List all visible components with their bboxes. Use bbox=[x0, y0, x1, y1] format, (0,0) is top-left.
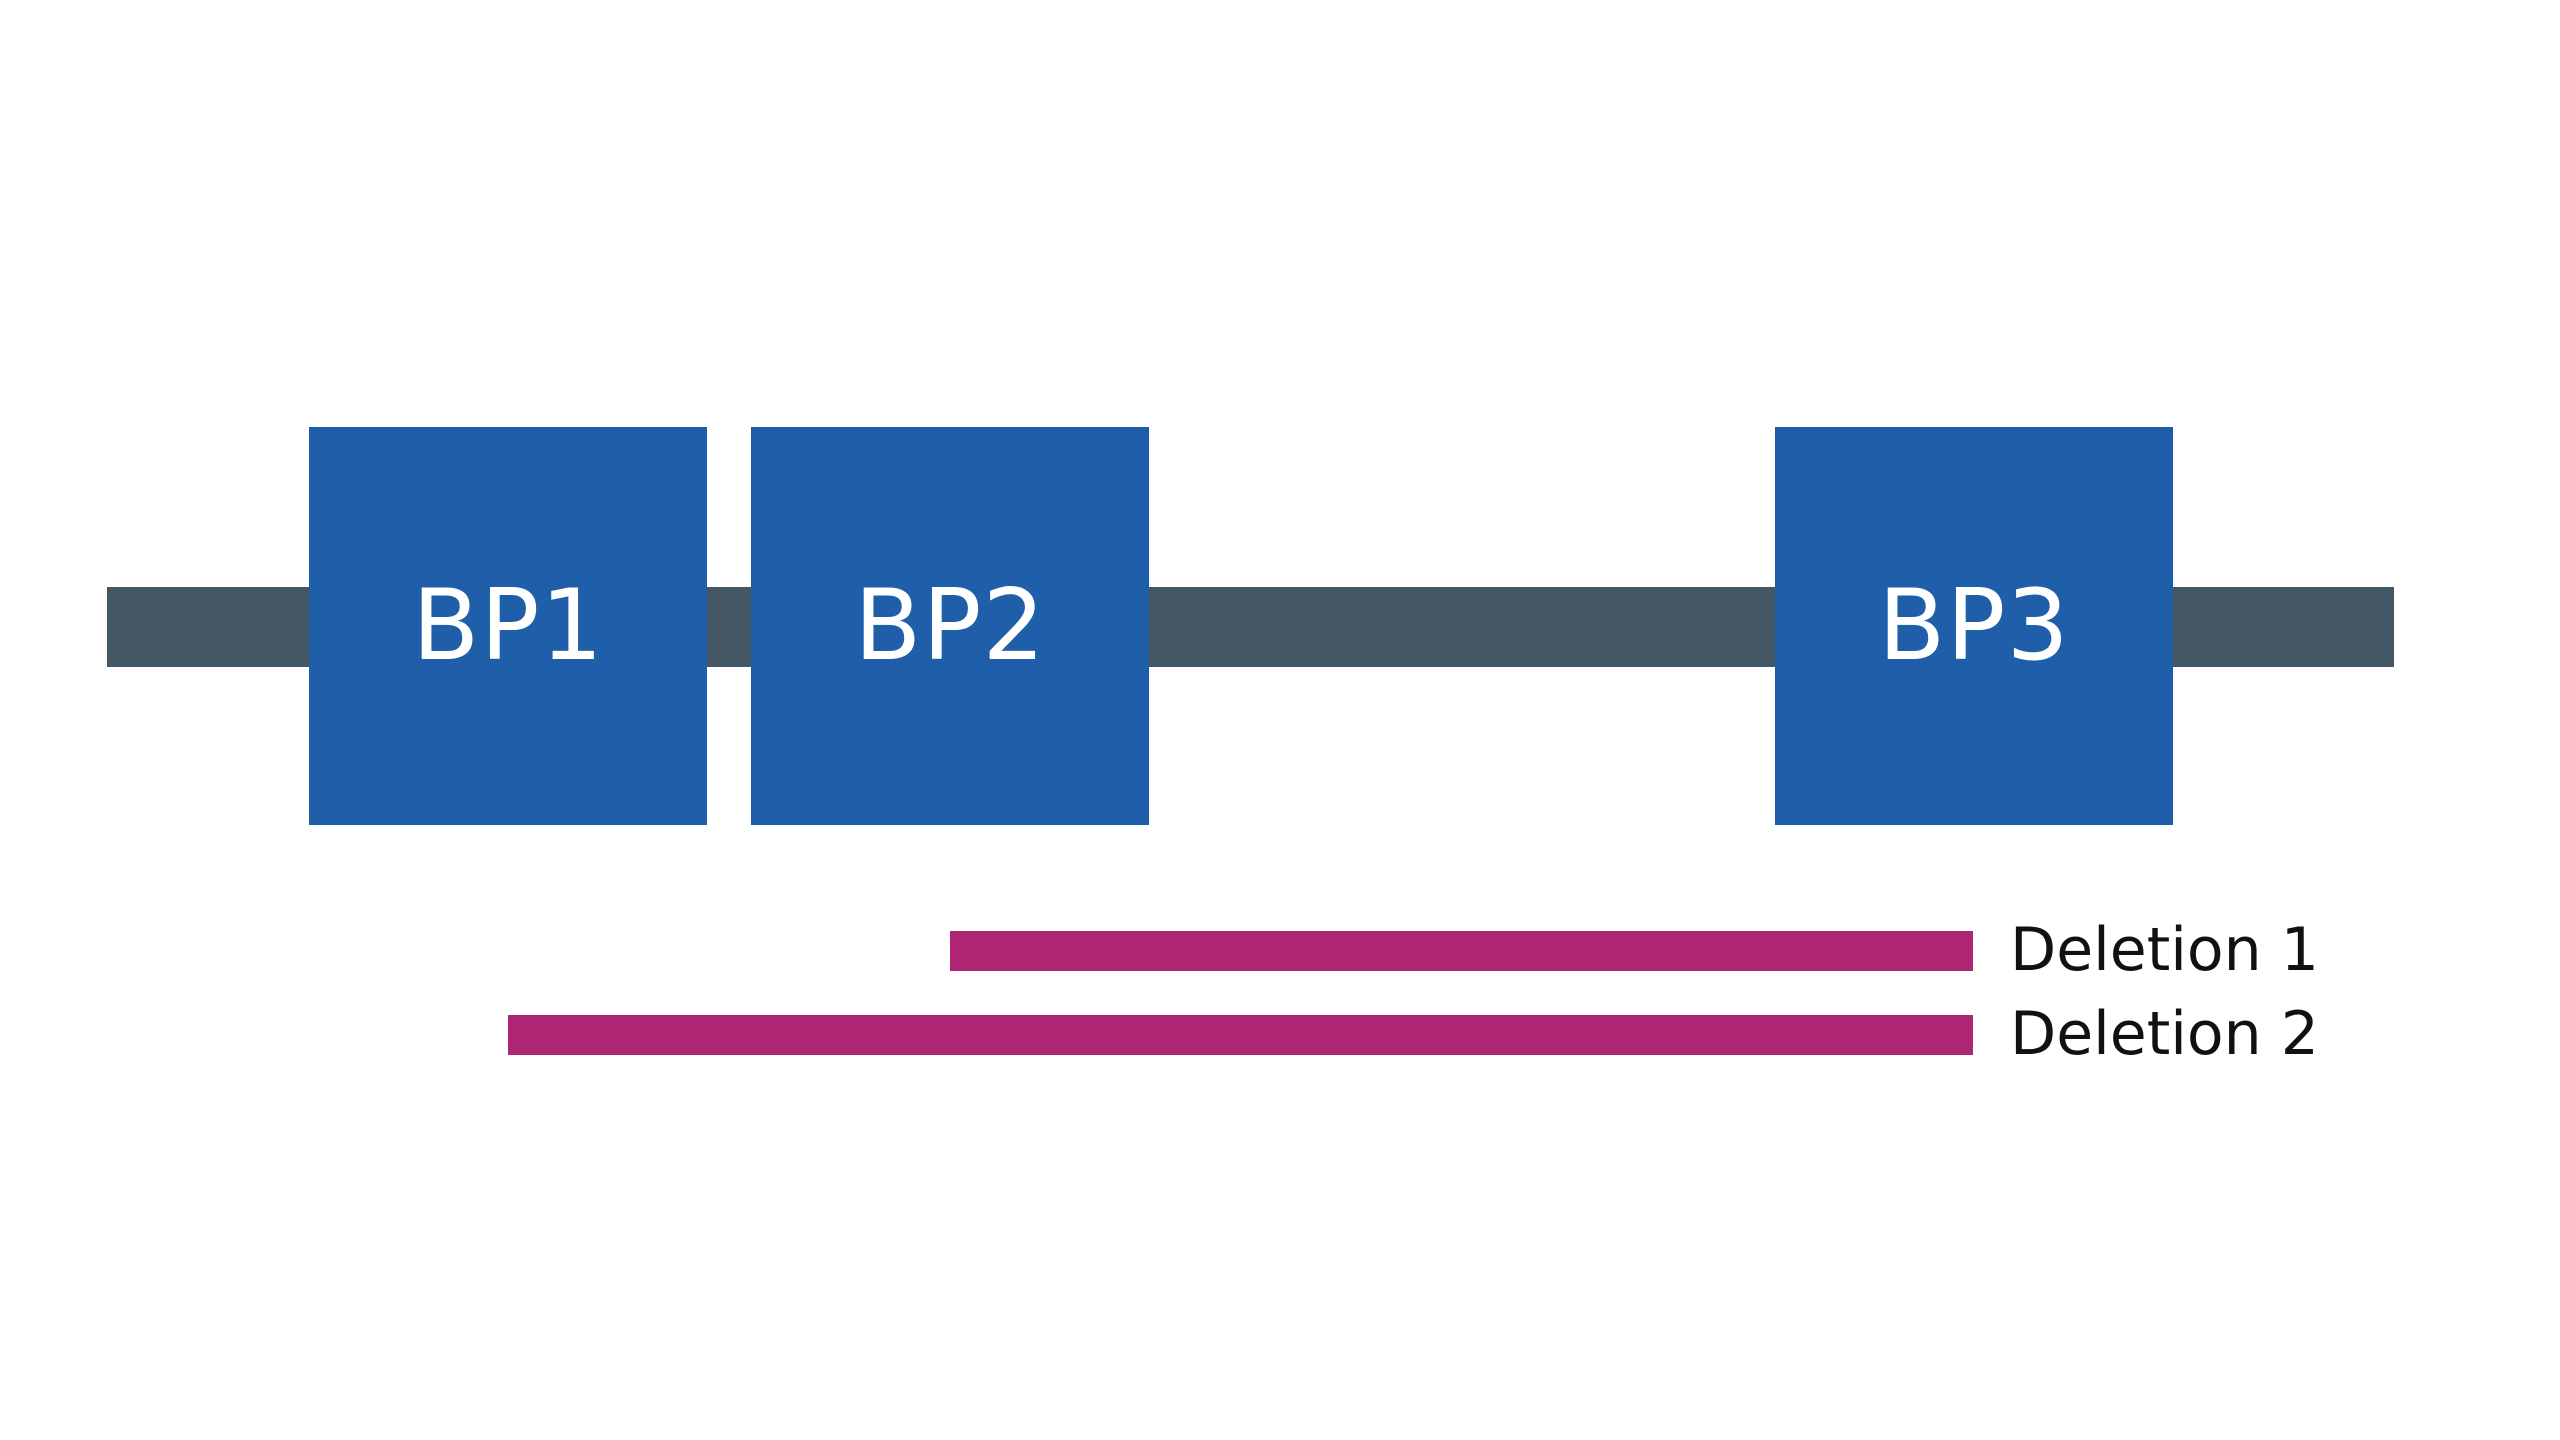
deletion-1-bar bbox=[950, 931, 1973, 971]
breakpoint-bp2: BP2 bbox=[751, 427, 1149, 825]
deletion-2-label: Deletion 2 bbox=[2010, 999, 2319, 1069]
breakpoint-bp3-label: BP3 bbox=[1878, 569, 2070, 683]
deletion-1-label: Deletion 1 bbox=[2010, 915, 2319, 985]
deletion-2-bar bbox=[508, 1015, 1973, 1055]
breakpoint-bp3: BP3 bbox=[1775, 427, 2173, 825]
breakpoint-bp2-label: BP2 bbox=[854, 569, 1046, 683]
breakpoint-bp1: BP1 bbox=[309, 427, 707, 825]
breakpoint-bp1-label: BP1 bbox=[412, 569, 604, 683]
